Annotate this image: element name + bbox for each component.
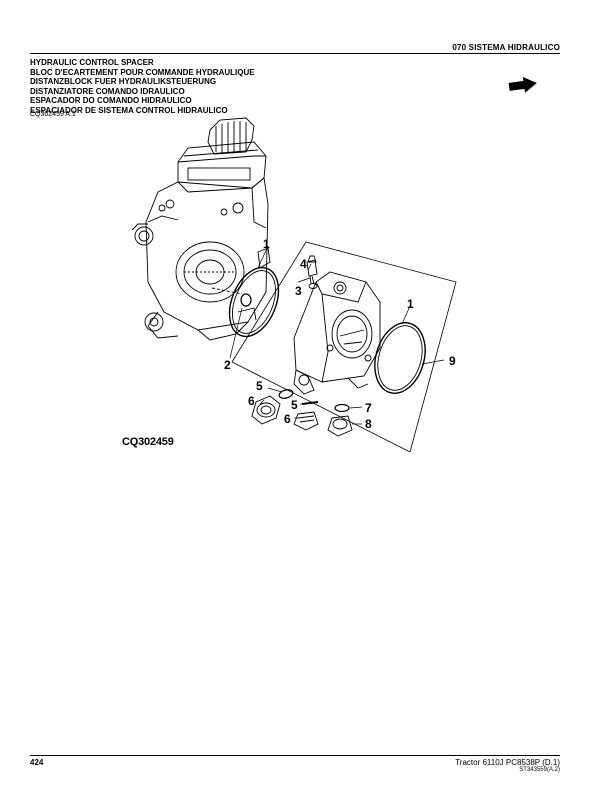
callout-8: 8	[365, 417, 372, 431]
part-titles: HYDRAULIC CONTROL SPACER BLOC D'ECARTEME…	[30, 58, 255, 115]
title-french: BLOC D'ECARTEMENT POUR COMMANDE HYDRAULI…	[30, 67, 255, 77]
callout-7: 7	[365, 401, 372, 415]
callout-5-left: 5	[256, 379, 263, 393]
title-german: DISTANZBLOCK FUER HYDRAULIKSTEUERUNG	[30, 77, 217, 86]
exploded-parts-illustration: 1 2 1 3 4 5 5 6 6 7 8 9	[131, 117, 457, 452]
callout-2: 2	[224, 358, 231, 372]
spacer-block	[293, 271, 381, 395]
plug-8	[327, 415, 353, 437]
figure-label: CQ302459	[122, 436, 174, 448]
illustration-ref-code: CQ302459 A.1	[30, 111, 76, 118]
callout-1-right: 1	[407, 297, 414, 311]
document-info: Tractor 6110J PC8538P (D.1)	[455, 758, 560, 767]
callout-1-left: 1	[263, 237, 270, 251]
callout-9: 9	[449, 354, 456, 368]
title-portuguese: ESPACADOR DO COMANDO HIDRAULICO	[30, 96, 192, 105]
valve-assembly	[131, 117, 271, 341]
title-spanish: ESPACIADOR DE SISTEMA CONTROL HIDRAULICO	[30, 105, 228, 115]
plug-right	[293, 411, 319, 431]
document-id: ST343559(A.2)	[519, 767, 560, 773]
callout-5-right: 5	[291, 398, 298, 412]
header-rule	[30, 53, 560, 54]
callout-6-left: 6	[248, 394, 255, 408]
callout-6-right: 6	[284, 412, 291, 426]
page-number: 424	[30, 758, 44, 767]
title-italian: DISTANZIATORE COMANDO IDRAULICO	[30, 86, 185, 96]
callout-4: 4	[300, 257, 307, 271]
plug-left	[251, 395, 281, 425]
sensor-part	[306, 255, 318, 289]
title-english: HYDRAULIC CONTROL SPACER	[30, 58, 154, 67]
callout-3: 3	[295, 284, 302, 298]
forward-arrow-icon	[508, 76, 537, 93]
section-title: 070 SISTEMA HIDRAULICO	[452, 43, 560, 52]
footer-rule	[30, 755, 560, 756]
